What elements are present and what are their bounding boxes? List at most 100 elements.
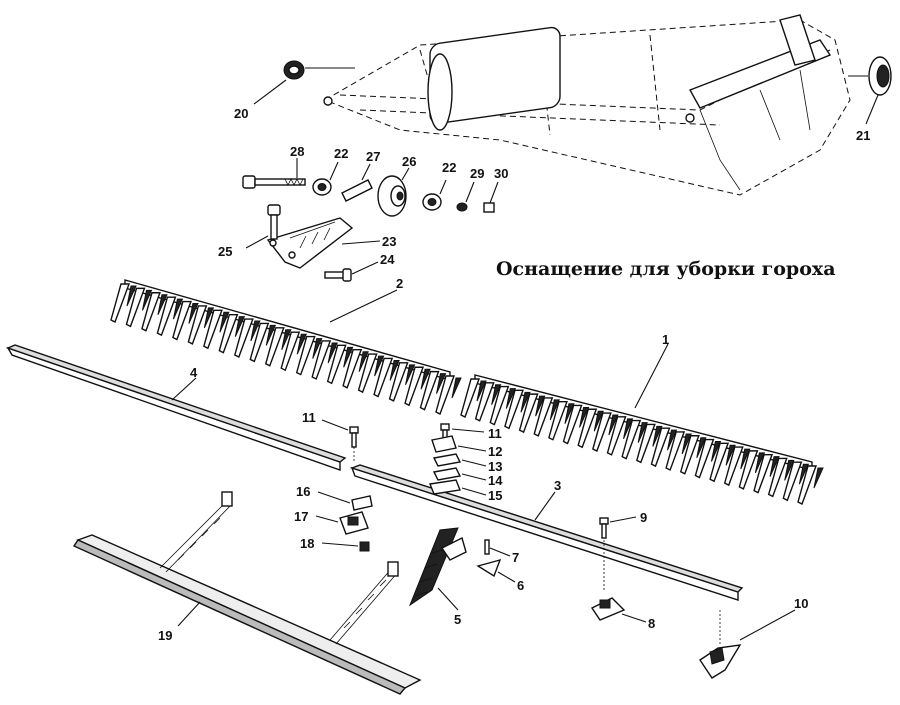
part-6-clip bbox=[476, 558, 516, 583]
label-29: 29 bbox=[470, 166, 484, 181]
part-24-bolt bbox=[324, 261, 379, 282]
knife-section bbox=[327, 342, 338, 364]
part-labels: 1 2 3 4 5 6 7 8 9 10 11 11 12 13 14 15 1… bbox=[158, 106, 870, 643]
knife-section bbox=[281, 329, 292, 351]
part-14-plate bbox=[432, 467, 487, 481]
guard-finger bbox=[110, 283, 131, 323]
label-6: 6 bbox=[517, 578, 524, 593]
part-10-guard-tip bbox=[699, 609, 796, 679]
label-17: 17 bbox=[294, 509, 308, 524]
part-22-bushing-right bbox=[422, 179, 447, 211]
guard-finger bbox=[264, 327, 285, 367]
guard-finger bbox=[435, 375, 456, 415]
part-18-nut bbox=[321, 541, 370, 552]
knife-section bbox=[172, 298, 184, 320]
guard-finger bbox=[782, 461, 803, 502]
guard-finger bbox=[650, 427, 671, 468]
guard-finger bbox=[504, 389, 524, 430]
part-22-bushing-left bbox=[312, 161, 339, 196]
guard-finger bbox=[533, 397, 554, 437]
part-5-knife-blade bbox=[408, 527, 467, 611]
knife-section bbox=[374, 355, 385, 377]
knife-section bbox=[813, 467, 824, 489]
knife-section bbox=[608, 414, 619, 436]
guard-finger bbox=[606, 416, 627, 456]
guard-finger bbox=[419, 370, 440, 411]
knife-section bbox=[234, 316, 246, 337]
part-12-clamp bbox=[431, 435, 487, 453]
knife-section bbox=[549, 399, 561, 421]
knife-section bbox=[219, 311, 230, 333]
guard-finger bbox=[709, 442, 730, 483]
guard-finger bbox=[141, 292, 161, 332]
knife-section bbox=[769, 456, 780, 477]
label-13: 13 bbox=[488, 459, 502, 474]
knife-section bbox=[696, 437, 707, 458]
part-11-bolt-left bbox=[321, 419, 359, 462]
guard-finger bbox=[665, 431, 686, 471]
label-22-right: 22 bbox=[442, 160, 456, 175]
guard-finger bbox=[233, 318, 254, 359]
part-29-washer bbox=[456, 181, 475, 212]
label-4: 4 bbox=[190, 365, 198, 380]
guard-finger bbox=[592, 412, 612, 453]
guard-finger bbox=[679, 435, 700, 475]
guard-finger bbox=[357, 353, 378, 394]
knife-section bbox=[420, 368, 431, 390]
part-26-sprocket bbox=[377, 167, 410, 217]
guard-finger bbox=[474, 382, 495, 422]
guard-finger bbox=[577, 408, 598, 449]
part-1-knife-guard-row bbox=[460, 374, 824, 505]
guard-finger bbox=[156, 296, 177, 337]
part-16-plate bbox=[317, 491, 373, 511]
label-30: 30 bbox=[494, 166, 508, 181]
knife-section bbox=[188, 303, 199, 324]
guard-finger bbox=[388, 362, 409, 402]
guard-finger bbox=[311, 340, 332, 380]
guard-finger bbox=[518, 393, 539, 434]
knife-section bbox=[652, 425, 663, 447]
knife-section bbox=[389, 359, 400, 381]
part-11-bolt-right bbox=[440, 423, 485, 443]
label-9: 9 bbox=[640, 510, 647, 525]
diagram-title: Оснащение для уборки гороха bbox=[496, 258, 836, 280]
knife-section bbox=[451, 377, 462, 399]
knife-section bbox=[141, 289, 153, 311]
leader-1 bbox=[634, 343, 669, 409]
guard-finger bbox=[203, 309, 223, 350]
guard-finger bbox=[562, 404, 583, 445]
label-24: 24 bbox=[380, 252, 395, 267]
label-20: 20 bbox=[234, 106, 248, 121]
knife-section bbox=[564, 403, 575, 424]
knife-section bbox=[343, 346, 354, 368]
part-27-spacer-tube bbox=[341, 163, 373, 202]
knife-section bbox=[505, 388, 517, 409]
label-7: 7 bbox=[512, 550, 519, 565]
guard-finger bbox=[635, 423, 656, 464]
part-4-bar bbox=[6, 344, 347, 471]
guard-finger bbox=[767, 457, 788, 498]
guard-finger bbox=[249, 322, 270, 363]
label-25: 25 bbox=[218, 244, 232, 259]
part-20-bushing bbox=[253, 60, 355, 105]
knife-section bbox=[476, 380, 487, 402]
knife-section bbox=[265, 324, 277, 346]
knife-section bbox=[520, 391, 531, 413]
knife-section bbox=[681, 433, 692, 455]
guard-finger bbox=[548, 400, 568, 441]
knife-section bbox=[157, 294, 168, 315]
part-3-bar bbox=[349, 464, 744, 601]
knife-section bbox=[436, 373, 447, 394]
knife-section bbox=[405, 364, 416, 386]
guard-finger bbox=[489, 385, 510, 426]
part-25-bolt bbox=[245, 204, 281, 249]
label-21: 21 bbox=[856, 128, 870, 143]
label-12: 12 bbox=[488, 444, 502, 459]
label-14: 14 bbox=[488, 473, 503, 488]
header-frame bbox=[323, 14, 851, 196]
knife-section bbox=[296, 333, 308, 355]
knife-section bbox=[754, 452, 766, 474]
guard-finger bbox=[621, 419, 642, 460]
